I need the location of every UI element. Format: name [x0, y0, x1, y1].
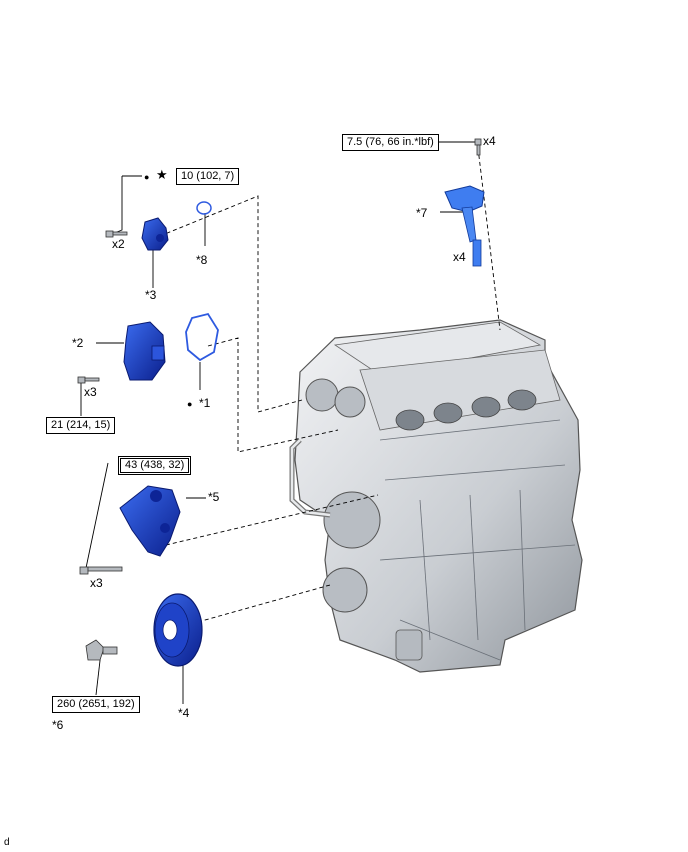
torque-spec-1: 10 (102, 7) [176, 168, 240, 185]
torque-spec-3: 43 (438, 32) [118, 456, 192, 475]
torque-spec-2: 21 (214, 15) [46, 417, 116, 434]
callout-8: *8 [196, 253, 208, 267]
quantity-label: x4 [453, 250, 466, 264]
new-part-symbol: ● [187, 399, 193, 409]
callout-7: *7 [416, 206, 428, 220]
new-part-symbol: ● [144, 172, 150, 182]
crank-pulley-4 [153, 593, 203, 667]
callout-1: *1 [199, 396, 211, 410]
callout-6: *6 [52, 718, 64, 732]
quantity-label: x4 [483, 134, 496, 148]
engine-block [289, 319, 583, 673]
ignition-coil-7 [444, 185, 485, 267]
bolt-icon [79, 566, 123, 575]
callout-4: *4 [178, 706, 190, 720]
figure-code: d [4, 837, 10, 848]
o-ring-1 [185, 312, 219, 362]
o-ring-8 [196, 201, 212, 215]
quantity-label: x3 [84, 385, 97, 399]
bolt-icon [85, 639, 118, 661]
quantity-label: x2 [112, 237, 125, 251]
precoat-symbol: ★ [156, 167, 168, 182]
reference-lines [80, 141, 501, 704]
quantity-label: x3 [90, 576, 103, 590]
sensor-part-3 [141, 217, 169, 251]
torque-spec-4: 260 (2651, 192) [52, 696, 140, 713]
bolt-icon [105, 230, 128, 238]
torque-spec-5: 7.5 (76, 66 in.*lbf) [342, 134, 439, 151]
cover-part-2 [123, 321, 166, 381]
callout-2: *2 [72, 336, 84, 350]
callout-3: *3 [145, 288, 157, 302]
bolt-icon [474, 138, 482, 156]
bracket-part-5 [119, 485, 181, 557]
bolt-icon [77, 376, 100, 384]
callout-5: *5 [208, 490, 220, 504]
